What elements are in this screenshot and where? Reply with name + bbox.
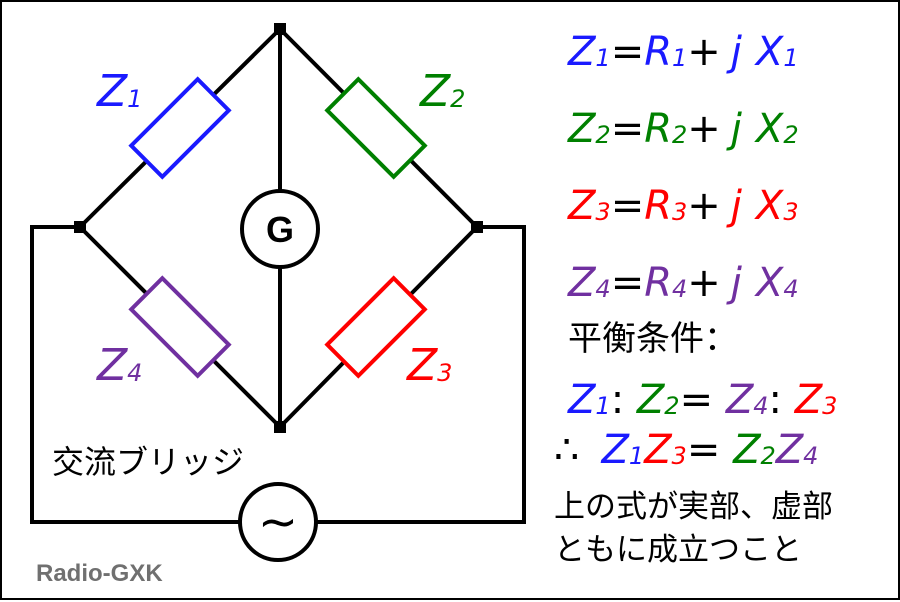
eq2-eq: = <box>610 106 645 152</box>
eq3-xs: 3 <box>783 198 799 227</box>
ratio-equation: Z1: Z2= Z4: Z3 <box>568 377 838 423</box>
eq1-rs: 1 <box>672 44 688 73</box>
impedance-z1 <box>128 76 232 180</box>
ac-source-symbol <box>238 482 318 562</box>
eq1-xs: 1 <box>783 44 799 73</box>
impedance-z3 <box>324 275 428 379</box>
node-left <box>74 221 86 233</box>
eq3-x: X <box>755 183 784 229</box>
eq3-r: R <box>644 183 672 229</box>
galvanometer-symbol <box>240 189 320 269</box>
label-z4: Z4 <box>97 340 143 391</box>
eq3-rs: 3 <box>672 198 688 227</box>
brand-label: Radio-GXK <box>36 560 163 587</box>
eq3-j: j <box>730 183 742 229</box>
note-line-2: ともに成立つこと <box>554 532 802 568</box>
node-top <box>274 23 286 35</box>
eq1-j: j <box>730 29 742 75</box>
eq1-zs: 1 <box>595 44 611 73</box>
eq4-z: Z <box>568 260 596 306</box>
label-z3: Z3 <box>407 340 453 391</box>
eq1-z: Z <box>568 29 596 75</box>
note-line-1: 上の式が実部、虚部 <box>554 489 833 525</box>
eq2-z: Z <box>568 106 596 152</box>
eq2-x: X <box>755 106 784 152</box>
condition-title: 平衡条件： <box>568 319 738 359</box>
bridge-name: 交流ブリッジ <box>52 443 245 481</box>
eq2-xs: 2 <box>783 121 799 150</box>
label-z1: Z1 <box>97 66 143 117</box>
label-z2: Z2 <box>420 66 466 117</box>
eq1-eq: = <box>610 29 645 75</box>
eq2-rs: 2 <box>672 121 688 150</box>
eq4-x: X <box>755 260 784 306</box>
eq4-rs: 4 <box>672 275 688 304</box>
eq2-plus: + <box>687 106 721 152</box>
eq1-plus: + <box>687 29 721 75</box>
impedance-z4 <box>128 275 232 379</box>
product-equation: ∴Z1Z3= Z2Z4 <box>554 427 819 473</box>
eq3-zs: 3 <box>595 198 611 227</box>
eq4-plus: + <box>687 260 721 306</box>
galvanometer-label: G <box>266 209 294 250</box>
eq2-j: j <box>730 106 742 152</box>
eq1-x: X <box>755 29 784 75</box>
node-right <box>471 221 483 233</box>
eq4-r: R <box>644 260 672 306</box>
node-bottom <box>274 421 286 433</box>
eq2-zs: 2 <box>595 121 611 150</box>
eq3-eq: = <box>610 183 645 229</box>
ac-source-label: ~ <box>258 494 298 550</box>
eq3-plus: + <box>687 183 721 229</box>
eq4-j: j <box>730 260 742 306</box>
eq2-r: R <box>644 106 672 152</box>
eq4-zs: 4 <box>595 275 611 304</box>
impedance-z2 <box>324 76 428 180</box>
eq4-eq: = <box>610 260 645 306</box>
eq4-xs: 4 <box>783 275 799 304</box>
eq1-r: R <box>644 29 672 75</box>
eq3-z: Z <box>568 183 596 229</box>
